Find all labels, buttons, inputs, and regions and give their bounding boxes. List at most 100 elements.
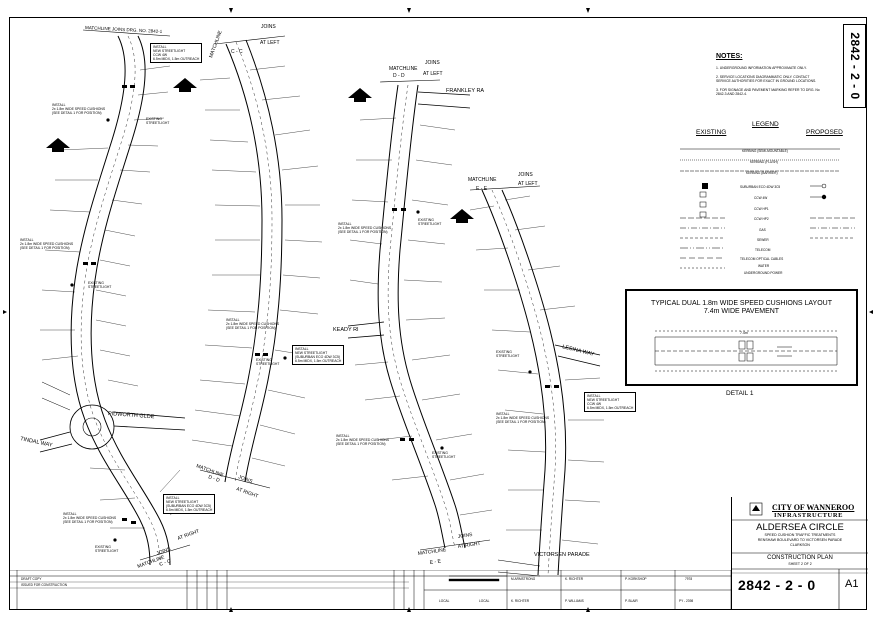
- label-existing-streetlight: EXISTING STREETLIGHT: [95, 545, 119, 553]
- detail-title-line2: 7.4m WIDE PAVEMENT: [703, 308, 780, 315]
- callout-install-streetlight: INSTALL NEW STREETLIGHT (SUBURBAN ECO 4D…: [292, 345, 345, 365]
- project-number: PY - 2398: [679, 599, 693, 603]
- matchline-label: AT RIGHT: [235, 486, 259, 499]
- project-subtitle: SPEED CUSHION TRAFFIC TREATMENTS: [764, 533, 836, 537]
- detail-dimension: 7.4m: [740, 331, 748, 335]
- callout-install-cushions: INSTALL 2x 1.8m WIDE SPEED CUSHIONS (SEE…: [338, 222, 392, 234]
- detail-1-diagram: 7.4m: [654, 330, 838, 372]
- matchline-label: JOINS: [457, 532, 473, 540]
- matchline-label: JOINS: [261, 24, 276, 30]
- matchline-label: AT LEFT: [423, 71, 443, 77]
- label-existing-streetlight: EXISTING STREETLIGHT: [496, 350, 520, 358]
- notes-item: 1. UNDERGROUND INFORMATION APPROXIMATE O…: [716, 66, 807, 70]
- matchline-label: MATCHLINE: [208, 29, 224, 58]
- legend-item: KERBING (SEMI-MOUNTABLE): [742, 149, 788, 153]
- label-existing-streetlight: EXISTING STREETLIGHT: [88, 281, 112, 289]
- legend-item: TELECOM OPTICAL CABLES: [740, 257, 784, 261]
- road-name-pidworth: PIDWORTH GLDE: [108, 411, 155, 420]
- road-name-victorsen: VICTORSEN PARADE: [534, 552, 590, 558]
- legend-item: SUBURBAN ECO 4DW 3C5: [740, 185, 781, 189]
- callout-install-cushions: INSTALL 2x 1.8m WIDE SPEED CUSHIONS (SEE…: [226, 318, 280, 330]
- datum-local: LOCAL: [479, 599, 490, 603]
- matchline-label: AT LEFT: [260, 40, 280, 46]
- legend-proposed-heading: PROPOSED: [806, 129, 843, 136]
- matchline-label: AT LEFT: [518, 181, 538, 187]
- drawing-sheet-border: [9, 17, 867, 610]
- matchline-label: MATCHLINE JOINS DRG. NO. 2842-1: [85, 25, 163, 34]
- road-name-keady: KEADY RI: [333, 327, 359, 333]
- legend-item: CCW 4W: [754, 196, 768, 200]
- legend-item: WATER: [758, 264, 770, 268]
- project-subtitle: RENSHAW BOULEVARD TO VICTORSEN PARADE: [757, 538, 843, 542]
- signoff-approved: P. BLAIR: [625, 599, 638, 603]
- label-existing-streetlight: EXISTING STREETLIGHT: [432, 451, 456, 459]
- plan-title: CONSTRUCTION PLAN: [767, 555, 833, 561]
- road-name-lesina: LESINA WAY: [562, 344, 596, 358]
- side-drawing-number: 2842 - 2 - 0: [843, 24, 866, 108]
- notes-item: 3. FOR SIGNAGE AND PAVEMENT MARKING REFE…: [716, 88, 820, 97]
- label-existing-streetlight: EXISTING STREETLIGHT: [146, 117, 170, 125]
- legend-existing-heading: EXISTING: [696, 129, 727, 136]
- signoff-approved: P. KORKSHOP: [625, 577, 647, 581]
- callout-install-cushions: INSTALL 2x 1.8m WIDE SPEED CUSHIONS (SEE…: [52, 103, 106, 115]
- notes-item: 2. SERVICE LOCATIONS DIAGRAMMATIC ONLY. …: [716, 75, 817, 84]
- revision-entry: ISSUED FOR CONSTRUCTION: [21, 583, 68, 587]
- matchline-label: D - D: [207, 474, 220, 484]
- matchline-label: E - E: [429, 558, 441, 566]
- matchline-label: MATCHLINE: [417, 547, 447, 557]
- legend-item: KERBING (FLUSH): [750, 160, 778, 164]
- city-name: CITY OF WANNEROO: [772, 503, 855, 512]
- project-subtitle: CLARKSON: [790, 543, 810, 547]
- signoff-checked: P. WILLIAMS: [565, 599, 584, 603]
- matchline-label: C - C: [159, 558, 172, 568]
- north-arrow-icon: [46, 78, 474, 223]
- legend-item: CCW HP2: [754, 217, 769, 221]
- drawing-number: 2842 - 2 - 0: [738, 577, 816, 593]
- sheet-size: A1: [845, 578, 859, 590]
- department-name: INFRASTRUCTURE: [774, 512, 844, 519]
- callout-install-streetlight: INSTALL NEW STREETLIGHT (SUBURBAN ECO 4D…: [163, 494, 216, 514]
- matchline-label: D - D: [393, 73, 405, 79]
- matchline-label: MATCHLINE: [389, 66, 418, 72]
- detail-1-caption: DETAIL 1: [726, 390, 754, 397]
- project-title: ALDERSEA CIRCLE: [756, 522, 844, 533]
- legend-title: LEGEND: [752, 121, 779, 128]
- legend-item: KERBING (BARRIER): [746, 171, 778, 175]
- detail-title-line1: TYPICAL DUAL 1.8m WIDE SPEED CUSHIONS LA…: [650, 300, 832, 307]
- callout-install-cushions: INSTALL 2x 1.8m WIDE SPEED CUSHIONS (SEE…: [496, 412, 550, 424]
- revision-entry: DRAFT COPY: [21, 577, 42, 581]
- callout-install-streetlight: INSTALL NEW STREETLIGHT CCW 4W 6.5m MIDX…: [150, 43, 203, 63]
- revision-table: DRAFT COPY ISSUED FOR CONSTRUCTION M.ARM…: [9, 570, 731, 610]
- legend-item: GAS: [759, 228, 766, 232]
- matchline-label: C - C: [231, 49, 243, 55]
- matchline-label: JOINS: [425, 60, 440, 66]
- callout-install-cushions: INSTALL 2x 1.8m WIDE SPEED CUSHIONS (SEE…: [20, 238, 74, 250]
- detail-1-box: TYPICAL DUAL 1.8m WIDE SPEED CUSHIONS LA…: [625, 289, 858, 386]
- matchline-label: JOINS: [237, 474, 254, 485]
- callout-install-cushions: INSTALL 2x 1.8m WIDE SPEED CUSHIONS (SEE…: [336, 434, 390, 446]
- legend-symbols: [680, 148, 855, 269]
- matchline-label: E - E: [476, 186, 488, 192]
- datum-local: LOCAL: [439, 599, 450, 603]
- legend-item: SEWER: [757, 238, 769, 242]
- city-crest-icon: [749, 502, 763, 516]
- callout-install-streetlight: INSTALL NEW STREETLIGHT CCW 4W 6.5m MIDX…: [584, 392, 637, 412]
- file-number: 7978: [685, 577, 692, 581]
- matchline-label: AT RIGHT: [457, 541, 480, 550]
- matchline-label: JOINS: [518, 172, 533, 178]
- road-name-frankley: FRANKLEY RA: [446, 88, 484, 94]
- label-existing-streetlight: EXISTING STREETLIGHT: [256, 358, 280, 366]
- matchline-label: MATCHLINE: [468, 177, 497, 183]
- signoff-designed: K. RICHTER: [565, 577, 584, 581]
- legend-item: TELECOM: [755, 248, 771, 252]
- signoff-drawn: K. RICHTER: [511, 599, 530, 603]
- matchline-label: JOINS: [156, 546, 173, 557]
- legend-item: UNDERGROUND POWER: [744, 271, 783, 275]
- notes-title: NOTES:: [716, 53, 743, 60]
- matchline-label: AT RIGHT: [177, 528, 201, 541]
- sheet-number: SHEET 2 OF 2: [788, 562, 812, 566]
- signoff-surveyed: M.ARMSTRONG: [511, 577, 536, 581]
- callout-install-cushions: INSTALL 2x 1.8m WIDE SPEED CUSHIONS (SEE…: [63, 512, 117, 524]
